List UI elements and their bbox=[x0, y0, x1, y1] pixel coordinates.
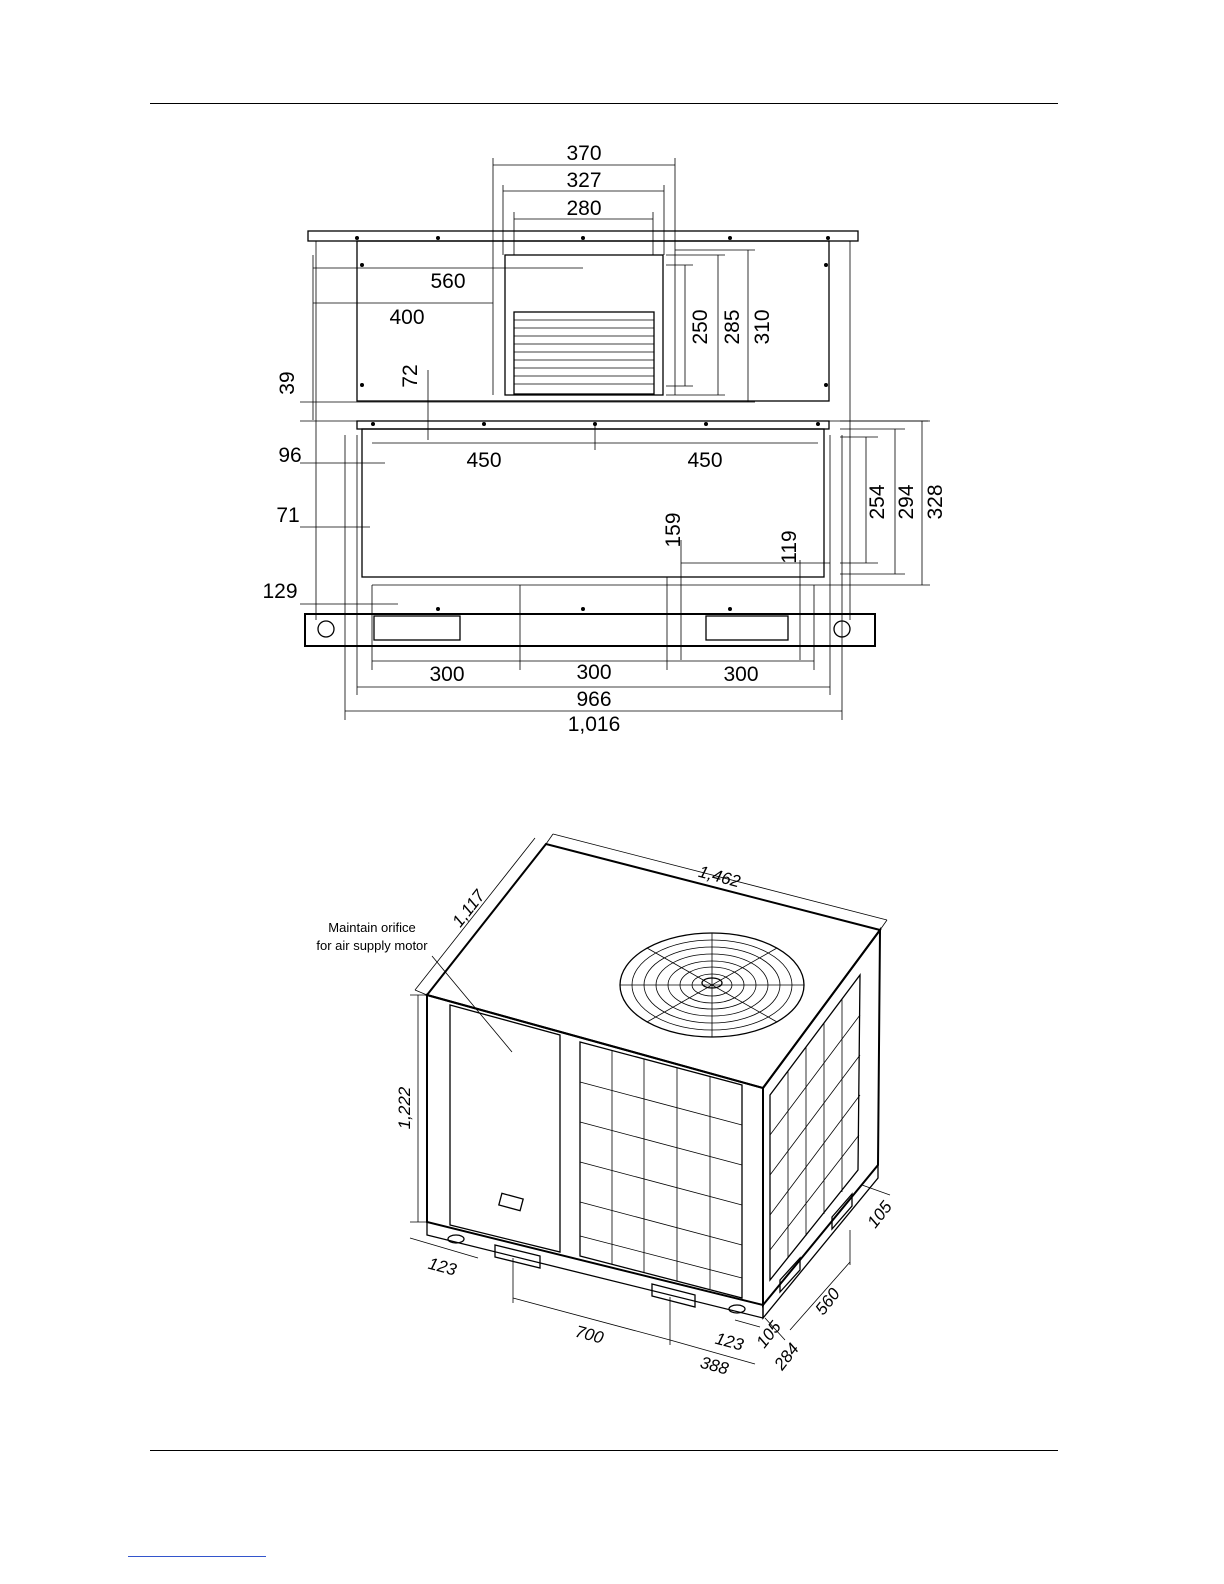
dim-159: 159 bbox=[662, 512, 685, 547]
dim-254: 254 bbox=[866, 484, 889, 519]
front-coil-grid bbox=[580, 1050, 742, 1289]
dim-119: 119 bbox=[778, 530, 801, 563]
dim-72: 72 bbox=[399, 364, 422, 387]
base-rail bbox=[305, 614, 875, 646]
dim-105-side: 105 bbox=[863, 1197, 896, 1231]
dim-328: 328 bbox=[924, 484, 947, 519]
dim-lines-right-upper bbox=[300, 250, 755, 402]
dim-450-right: 450 bbox=[687, 449, 722, 472]
orifice-note-line2: for air supply motor bbox=[316, 938, 428, 953]
lower-panel bbox=[362, 429, 824, 577]
dim-327: 327 bbox=[566, 169, 601, 192]
orifice-note-line1: Maintain orifice bbox=[328, 920, 415, 935]
unit-side-face bbox=[763, 930, 880, 1305]
dim-300-middle: 300 bbox=[576, 661, 611, 684]
fork-slot-right bbox=[706, 616, 788, 640]
dim-300-left: 300 bbox=[429, 663, 464, 686]
dim-560: 560 bbox=[430, 270, 465, 293]
dim-294: 294 bbox=[895, 484, 918, 519]
dim-1016: 1,016 bbox=[568, 713, 621, 736]
dim-700: 700 bbox=[573, 1322, 606, 1348]
dim-lines-middle bbox=[300, 370, 930, 720]
front-view: 370 327 280 560 400 250 285 310 72 39 96… bbox=[262, 142, 947, 736]
dim-400: 400 bbox=[389, 306, 424, 329]
access-panel bbox=[450, 1005, 560, 1252]
dim-1462: 1,462 bbox=[696, 862, 743, 892]
side-coil-grid bbox=[770, 999, 860, 1258]
rivet-dots bbox=[355, 236, 830, 611]
isometric-view: Maintain orifice for air supply motor 1,… bbox=[316, 834, 896, 1379]
fork-slot-left bbox=[374, 616, 460, 640]
dim-lines-top bbox=[313, 158, 675, 420]
dim-96: 96 bbox=[278, 444, 301, 467]
dim-39: 39 bbox=[276, 371, 299, 394]
dim-280: 280 bbox=[566, 197, 601, 220]
front-coil bbox=[580, 1042, 742, 1298]
dim-123-left: 123 bbox=[426, 1254, 459, 1280]
dim-250: 250 bbox=[689, 309, 712, 344]
dim-129: 129 bbox=[262, 580, 297, 603]
grille-louvers bbox=[514, 320, 654, 384]
dim-105-front: 105 bbox=[752, 1317, 785, 1351]
dim-1222: 1,222 bbox=[395, 1086, 414, 1129]
dim-310: 310 bbox=[751, 309, 774, 344]
dim-560-iso: 560 bbox=[811, 1284, 844, 1318]
dim-284: 284 bbox=[770, 1340, 803, 1375]
panel-label-plate bbox=[499, 1193, 523, 1210]
dim-370: 370 bbox=[566, 142, 601, 165]
dim-71: 71 bbox=[276, 504, 299, 527]
dim-285: 285 bbox=[721, 309, 744, 344]
motor-orifice bbox=[505, 255, 663, 395]
dim-123-right: 123 bbox=[713, 1329, 746, 1355]
dim-450-left: 450 bbox=[466, 449, 501, 472]
fan-grille bbox=[514, 312, 654, 394]
unit-front-face bbox=[427, 995, 763, 1305]
dim-388: 388 bbox=[698, 1353, 731, 1379]
condenser-fan bbox=[620, 933, 804, 1037]
side-coil bbox=[770, 975, 860, 1280]
lifting-hole-left bbox=[318, 621, 334, 637]
dim-300-right: 300 bbox=[723, 663, 758, 686]
dim-966: 966 bbox=[576, 688, 611, 711]
